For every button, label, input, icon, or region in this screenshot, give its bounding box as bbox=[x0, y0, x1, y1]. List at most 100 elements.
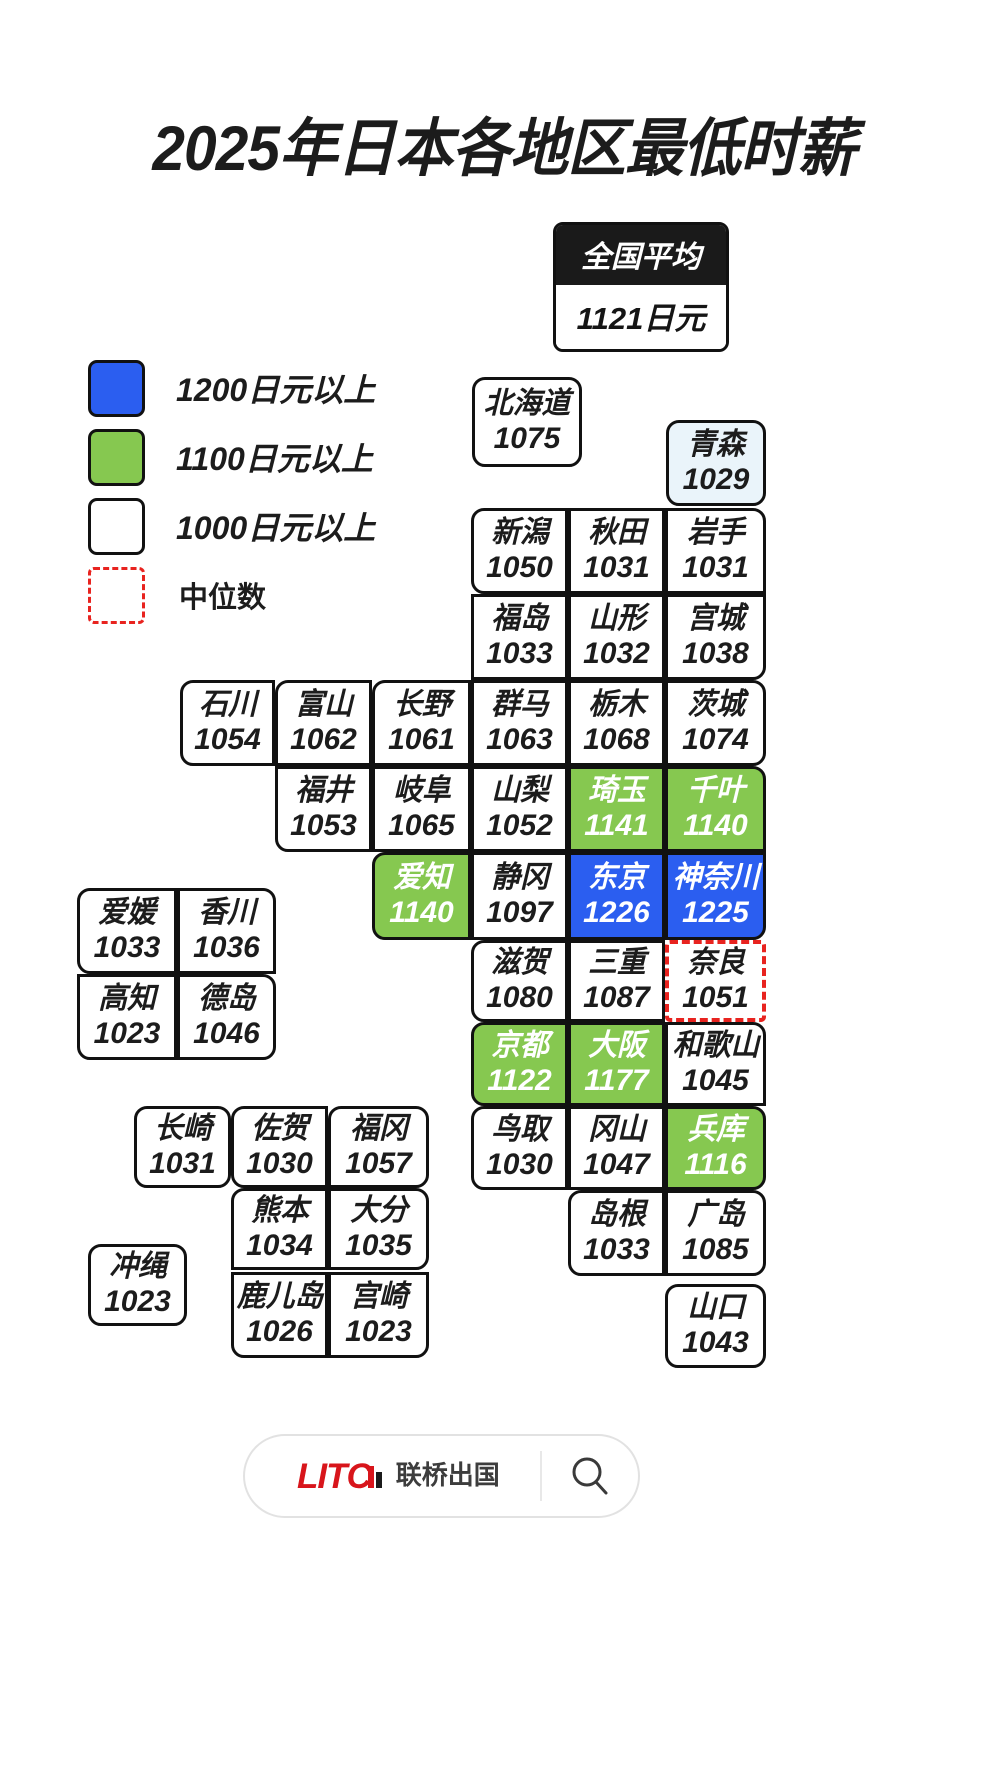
prefecture-value: 1026 bbox=[246, 1314, 313, 1348]
legend-swatch-blue bbox=[88, 359, 145, 417]
prefecture-name: 岐阜 bbox=[392, 773, 451, 807]
search-icon[interactable] bbox=[542, 1454, 638, 1498]
prefecture-name: 青森 bbox=[687, 427, 745, 461]
prefecture-value: 1043 bbox=[682, 1325, 749, 1359]
prefecture-value: 1177 bbox=[584, 1063, 649, 1097]
prefecture-name: 长野 bbox=[392, 687, 451, 721]
prefecture-value: 1057 bbox=[345, 1146, 412, 1180]
prefecture-name: 山形 bbox=[587, 601, 646, 635]
prefecture-value: 1087 bbox=[583, 980, 650, 1014]
prefecture-value: 1033 bbox=[583, 1232, 650, 1266]
prefecture-name: 福冈 bbox=[349, 1111, 408, 1145]
prefecture-name: 大阪 bbox=[587, 1028, 646, 1062]
prefecture-value: 1122 bbox=[487, 1063, 552, 1097]
prefecture-name: 宫城 bbox=[686, 601, 745, 635]
prefecture-name: 岩手 bbox=[686, 515, 745, 549]
legend-swatch-white bbox=[88, 497, 145, 555]
footer-searchbar[interactable]: LITC 联桥出国 bbox=[243, 1434, 640, 1518]
prefecture-value: 1038 bbox=[682, 636, 749, 670]
prefecture-value: 1030 bbox=[246, 1146, 313, 1180]
prefecture-name: 鹿儿岛 bbox=[236, 1279, 323, 1313]
prefecture-name: 静冈 bbox=[490, 860, 549, 894]
prefecture-name: 宫崎 bbox=[349, 1279, 408, 1313]
prefecture-name: 奈良 bbox=[686, 945, 745, 979]
prefecture-name: 鸟取 bbox=[490, 1112, 549, 1146]
footer-divider bbox=[540, 1451, 542, 1501]
prefecture-value: 1052 bbox=[486, 808, 553, 842]
prefecture-name: 秋田 bbox=[587, 515, 646, 549]
prefecture-name: 富山 bbox=[294, 687, 353, 721]
prefecture-value: 1030 bbox=[486, 1147, 553, 1181]
prefecture-value: 1051 bbox=[682, 980, 749, 1014]
prefecture-value: 1031 bbox=[149, 1146, 216, 1180]
prefecture-name: 群马 bbox=[490, 687, 549, 721]
prefecture-value: 1023 bbox=[93, 1016, 161, 1050]
prefecture-name: 京都 bbox=[490, 1028, 549, 1062]
prefecture-value: 1063 bbox=[486, 722, 553, 756]
prefecture-value: 1054 bbox=[194, 722, 261, 756]
prefecture-name: 爱媛 bbox=[98, 895, 156, 929]
prefecture-name: 新潟 bbox=[490, 515, 549, 549]
legend-swatch-dashed-red bbox=[88, 566, 145, 624]
prefecture-value: 1029 bbox=[682, 462, 750, 496]
prefecture-name: 滋贺 bbox=[490, 945, 549, 979]
legend-label: 1200日元以上 bbox=[176, 372, 376, 408]
prefecture-name: 爱知 bbox=[392, 860, 451, 894]
prefecture-name: 千叶 bbox=[686, 773, 745, 807]
page-title: 2025年日本各地区最低时薪 bbox=[152, 114, 856, 184]
prefecture-name: 石川 bbox=[198, 687, 257, 721]
prefecture-value: 1047 bbox=[583, 1147, 650, 1181]
prefecture-value: 1097 bbox=[486, 895, 553, 929]
prefecture-value: 1034 bbox=[246, 1228, 313, 1262]
national-average-value: 1121日元 bbox=[556, 285, 726, 349]
prefecture-value: 1074 bbox=[682, 722, 749, 756]
prefecture-value: 1140 bbox=[389, 895, 454, 929]
prefecture-name: 三重 bbox=[587, 945, 646, 979]
prefecture-name: 北海道 bbox=[483, 386, 571, 420]
legend-item-blue: 1200日元以上 bbox=[88, 358, 375, 418]
prefecture-value: 1140 bbox=[683, 808, 748, 842]
prefecture-value: 1035 bbox=[345, 1228, 412, 1262]
prefecture-value: 1031 bbox=[682, 550, 749, 584]
prefecture-value: 1033 bbox=[486, 636, 553, 670]
prefecture-value: 1045 bbox=[682, 1063, 749, 1097]
prefecture-value: 1031 bbox=[583, 550, 650, 584]
prefecture-name: 冲绳 bbox=[108, 1249, 167, 1283]
prefecture-name: 神奈川 bbox=[672, 860, 759, 894]
national-average-label: 全国平均 bbox=[556, 225, 726, 285]
prefecture-value: 1050 bbox=[486, 550, 553, 584]
legend-swatch-green bbox=[88, 428, 145, 486]
prefecture-name: 岛根 bbox=[587, 1197, 646, 1231]
prefecture-value: 1062 bbox=[290, 722, 357, 756]
legend-label: 1100日元以上 bbox=[176, 441, 373, 477]
prefecture-name: 大分 bbox=[349, 1193, 408, 1227]
logo-mark-icon bbox=[367, 1465, 382, 1488]
